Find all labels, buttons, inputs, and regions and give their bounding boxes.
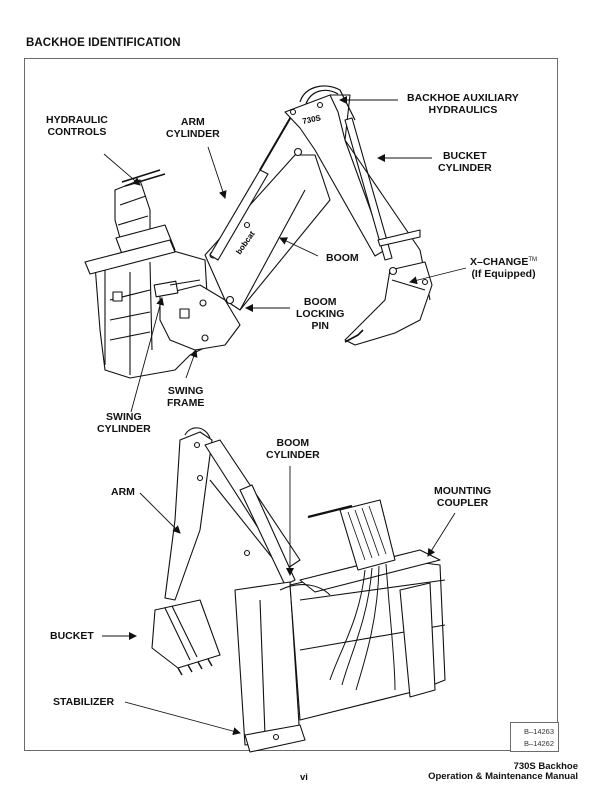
bottom-main-frame xyxy=(234,581,301,746)
label-swing-cylinder: SWING CYLINDER xyxy=(97,411,151,435)
top-bucket-cylinder xyxy=(344,117,393,261)
label-swing-frame: SWING FRAME xyxy=(167,385,205,409)
figure-ref: B–14263 xyxy=(523,727,554,736)
figure-ref: B–14262 xyxy=(523,739,554,748)
arrow-hydraulic-controls xyxy=(103,153,141,186)
label-boom-cylinder: BOOM CYLINDER xyxy=(266,437,320,461)
bottom-boom-cylinder xyxy=(239,484,296,586)
illustration-frame xyxy=(24,58,558,751)
leader-arrows xyxy=(102,96,467,736)
arrow-arm xyxy=(139,492,181,534)
figure-reference-box: B–14263 B–14262 xyxy=(510,722,559,752)
label-aux-hydraulics: BACKHOE AUXILIARY HYDRAULICS xyxy=(407,92,519,116)
bottom-arm xyxy=(164,431,213,601)
bottom-backhoe-drawing xyxy=(151,427,446,753)
arrow-arm-cylinder xyxy=(207,146,227,199)
label-boom: BOOM xyxy=(326,252,359,264)
page-number: vi xyxy=(300,772,308,783)
model-plate-text: 730S xyxy=(302,113,323,126)
arrow-boom xyxy=(279,237,319,257)
label-boom-locking-pin: BOOM LOCKING PIN xyxy=(296,296,345,332)
section-title: BACKHOE IDENTIFICATION xyxy=(26,37,181,49)
bottom-control-tower xyxy=(339,499,396,571)
top-aux-hydraulic-lines xyxy=(299,85,356,121)
label-x-change: X–CHANGETM (If Equipped) xyxy=(470,256,538,280)
arrow-stabilizer xyxy=(124,701,241,736)
top-boom xyxy=(204,154,331,311)
arrow-x-change xyxy=(409,267,467,285)
label-bucket-cylinder: BUCKET CYLINDER xyxy=(438,150,492,174)
arrow-swing-cylinder xyxy=(130,297,165,413)
bottom-hydraulic-hoses xyxy=(329,563,396,691)
manual-title: 730S Backhoe Operation & Maintenance Man… xyxy=(428,761,578,782)
arrow-mounting-coupler xyxy=(427,512,456,557)
top-bucket xyxy=(344,261,433,346)
top-arm-cylinder xyxy=(209,169,269,261)
trademark-symbol: TM xyxy=(528,257,538,263)
label-hydraulic-controls: HYDRAULIC CONTROLS xyxy=(46,114,108,138)
label-arm-cylinder: ARM CYLINDER xyxy=(166,116,220,140)
label-stabilizer: STABILIZER xyxy=(53,696,115,708)
label-mounting-coupler: MOUNTING COUPLER xyxy=(434,485,492,509)
label-bucket: BUCKET xyxy=(50,630,94,642)
top-swing-frame xyxy=(159,284,241,351)
top-backhoe-drawing xyxy=(84,85,433,379)
top-mount-frame xyxy=(94,249,211,379)
label-arm: ARM xyxy=(111,486,135,498)
arrow-swing-frame xyxy=(185,349,198,379)
